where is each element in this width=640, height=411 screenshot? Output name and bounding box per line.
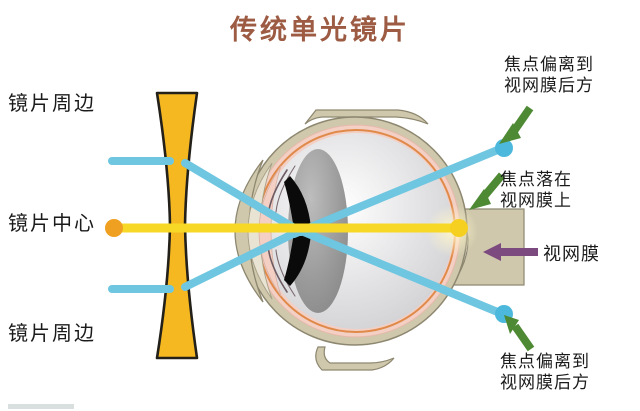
label-focus-behind-retina-bottom-line1: 焦点偏离到 xyxy=(500,352,590,371)
callout-arrows-group xyxy=(469,105,538,352)
label-focus-behind-retina-top-line2: 视网膜后方 xyxy=(504,75,594,95)
callout-arrow-focus-behind-bottom xyxy=(504,315,535,352)
label-focus-behind-retina-bottom-line2: 视网膜后方 xyxy=(500,372,590,392)
lens-center-dot xyxy=(105,219,123,237)
focal-dot-central xyxy=(450,219,468,237)
bottom-edge-artifact xyxy=(8,404,74,409)
iris-lower xyxy=(284,232,311,286)
callout-arrow-focus-behind-top xyxy=(499,105,534,144)
callout-arrow-retina xyxy=(483,243,538,261)
ray-peripheral-lower-refracted xyxy=(181,226,305,291)
label-focus-behind-retina-top: 焦点偏离到 视网膜后方 xyxy=(504,55,594,96)
label-lens-periphery-bottom: 镜片周边 xyxy=(8,323,96,345)
ray-peripheral-lower-internal xyxy=(290,145,504,238)
ray-peripheral-upper-refracted xyxy=(181,159,305,236)
iris-upper xyxy=(284,176,311,230)
extraocular-muscle-bottom xyxy=(315,346,395,371)
label-focus-behind-retina-bottom: 焦点偏离到 视网膜后方 xyxy=(500,352,590,393)
ray-peripheral-upper-internal xyxy=(290,224,504,317)
page-title: 传统单光镜片 xyxy=(230,15,410,45)
callout-arrow-focus-on-retina xyxy=(469,172,506,210)
label-lens-periphery-top: 镜片周边 xyxy=(8,93,96,115)
label-lens-center: 镜片中心 xyxy=(8,213,96,235)
label-retina: 视网膜 xyxy=(543,244,600,264)
label-focus-behind-retina-top-line1: 焦点偏离到 xyxy=(504,55,594,74)
limbus-arc-upper xyxy=(275,165,296,213)
label-focus-on-retina: 焦点落在 视网膜上 xyxy=(500,170,572,211)
label-focus-on-retina-line1: 焦点落在 xyxy=(500,170,572,189)
limbus-arc-lower xyxy=(275,249,296,297)
light-rays-group xyxy=(105,139,513,323)
label-focus-on-retina-line2: 视网膜上 xyxy=(500,190,572,210)
